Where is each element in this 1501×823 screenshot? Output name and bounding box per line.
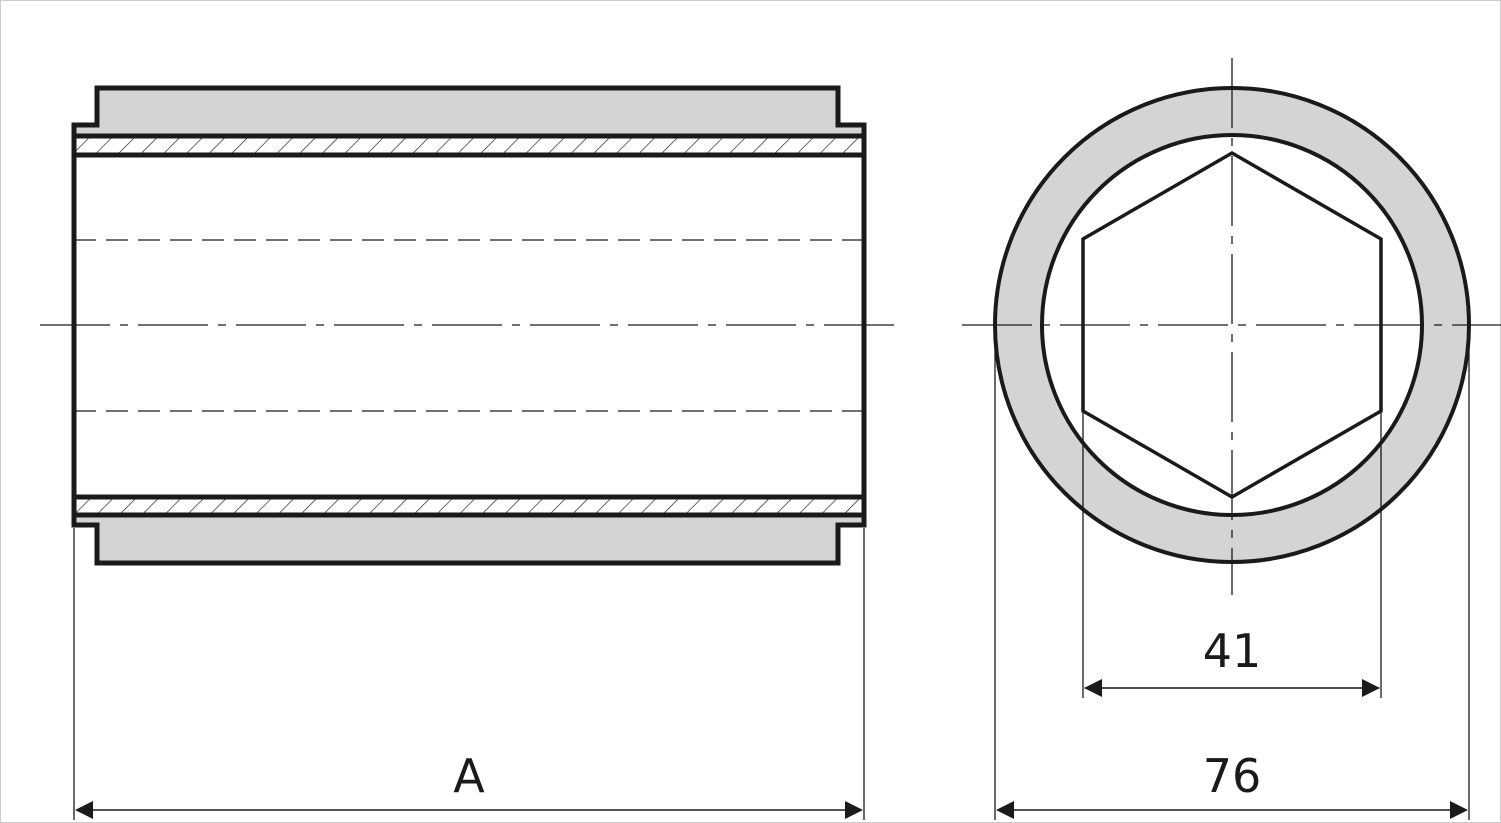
top-hatched-layer — [71, 133, 867, 158]
bottom-outer-sleeve — [71, 512, 867, 566]
arrowhead-icon — [845, 801, 863, 819]
arrowhead-icon — [1362, 679, 1380, 697]
arrowhead-icon — [1450, 801, 1468, 819]
side-view: A — [40, 85, 896, 820]
top-outer-sleeve — [71, 85, 867, 139]
dimension-label-a: A — [453, 749, 485, 803]
dimension-label-41: 41 — [1203, 624, 1262, 678]
end-view: 41 76 — [962, 58, 1501, 820]
dimension-label-76: 76 — [1203, 749, 1262, 803]
arrowhead-icon — [75, 801, 93, 819]
arrowhead-icon — [1084, 679, 1102, 697]
arrowhead-icon — [996, 801, 1014, 819]
bottom-hatched-layer — [71, 494, 867, 518]
